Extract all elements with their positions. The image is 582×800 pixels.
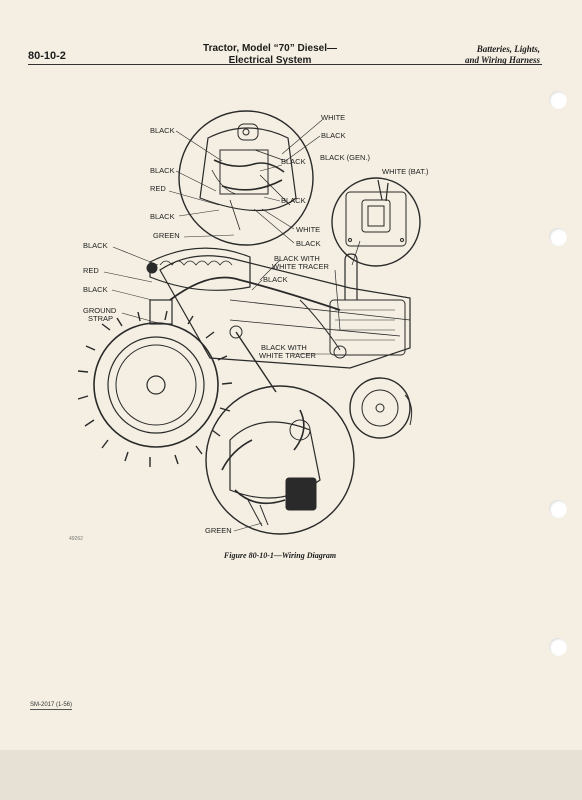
label-red-2: RED: [83, 266, 99, 275]
starter-inset-circle: [205, 385, 355, 535]
label-ground-strap-b: STRAP: [88, 314, 114, 323]
figure-number: 49262: [69, 536, 83, 542]
label-black-8: BLACK: [83, 241, 108, 250]
label-black-2: BLACK: [321, 131, 346, 140]
regulator-inset-circle: [331, 177, 421, 267]
label-green-1: GREEN: [153, 231, 180, 240]
section-title-line-1: Batteries, Lights,: [476, 44, 540, 54]
figure-caption: Figure 80-10-1—Wiring Diagram: [223, 551, 337, 560]
label-ground-strap-a: GROUND: [83, 306, 117, 315]
wiring-diagram: [77, 110, 421, 535]
rear-wheel: [93, 322, 219, 448]
manual-page: [0, 0, 582, 750]
label-black-white-tracer-1a: BLACK WITH: [274, 254, 320, 263]
front-wheel: [349, 377, 411, 439]
label-red-1: RED: [150, 184, 166, 193]
label-black-gen: BLACK (GEN.): [320, 153, 371, 162]
label-black-7: BLACK: [296, 239, 321, 248]
label-black-white-tracer-2a: BLACK WITH: [261, 343, 307, 352]
page-title-line-2: Electrical System: [228, 55, 312, 66]
section-title: Batteries, Lights, and Wiring Harness: [395, 44, 540, 66]
label-white-top: WHITE: [321, 113, 346, 122]
section-title-line-2: and Wiring Harness: [464, 55, 540, 65]
engine-inset-circle: [178, 110, 314, 246]
label-black-10: BLACK: [83, 285, 108, 294]
label-black-9: BLACK: [263, 275, 288, 284]
page-title: Tractor, Model “70” Diesel— Electrical S…: [170, 43, 370, 67]
label-white-bat: WHITE (BAT.): [382, 167, 429, 176]
header-rule: [28, 64, 542, 65]
label-black-white-tracer-2b: WHITE TRACER: [259, 351, 316, 360]
binder-hole: [549, 500, 567, 518]
binder-hole: [549, 228, 567, 246]
label-black-6: BLACK: [150, 212, 175, 221]
form-number: SM-2017 (1-56): [30, 702, 73, 710]
label-black-4: BLACK: [150, 166, 175, 175]
label-black-white-tracer-1b: WHITE TRACER: [272, 262, 329, 271]
scan-bottom-margin: [0, 750, 582, 800]
binder-hole: [549, 91, 567, 109]
label-black-1: BLACK: [150, 126, 175, 135]
label-green-2: GREEN: [205, 526, 232, 535]
label-black-3: BLACK: [281, 157, 306, 166]
page-number: 80-10-2: [28, 50, 66, 62]
binder-hole: [549, 638, 567, 656]
page-title-line-1: Tractor, Model “70” Diesel—: [203, 43, 337, 54]
label-black-5: BLACK: [281, 196, 306, 205]
label-white-mid: WHITE: [296, 225, 321, 234]
